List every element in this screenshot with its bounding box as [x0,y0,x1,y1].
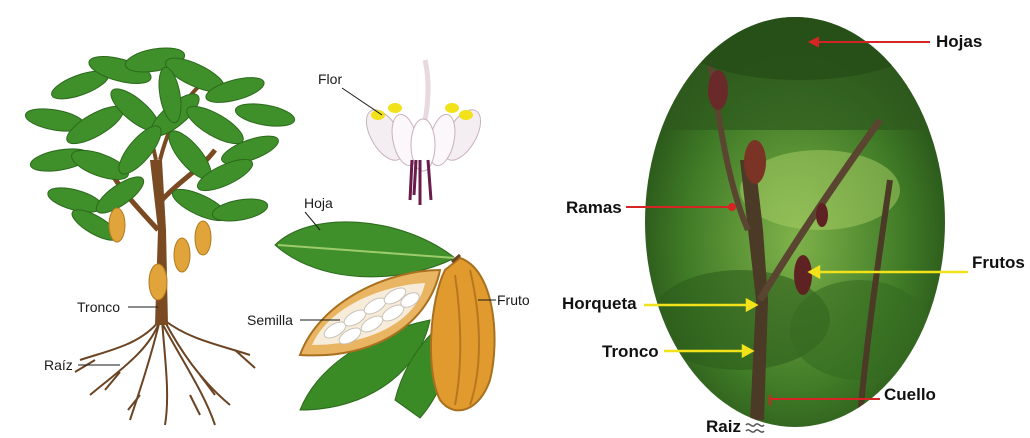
label-hoja: Hoja [304,195,333,211]
label-fruto: Fruto [497,292,530,308]
label-frutos: Frutos [972,253,1025,273]
label-raiz-photo: Raiz [706,417,741,437]
label-semilla: Semilla [247,312,293,328]
label-flor: Flor [318,71,342,87]
leaf-drawing [275,222,455,277]
label-raiz-illustration: Raíz [44,357,73,373]
flower-drawing [359,60,488,205]
whole-pod-drawing [431,255,495,410]
cacao-illustration [0,0,560,438]
label-tronco-photo: Tronco [602,342,659,362]
label-cuello: Cuello [884,385,936,405]
root-squiggle-icon [746,424,764,432]
photo-oval [640,0,950,430]
cacao-photo [560,0,1030,438]
label-horqueta: Horqueta [562,294,637,314]
label-hojas: Hojas [936,32,982,52]
roots-drawing [75,320,255,425]
cacao-illustration-panel: Flor Hoja Fruto Tronco Semilla Raíz [0,0,560,438]
cacao-photo-panel: Hojas Ramas Frutos Horqueta Tronco Cuell… [560,0,1030,438]
label-tronco-illustration: Tronco [77,299,120,315]
label-ramas: Ramas [566,198,622,218]
